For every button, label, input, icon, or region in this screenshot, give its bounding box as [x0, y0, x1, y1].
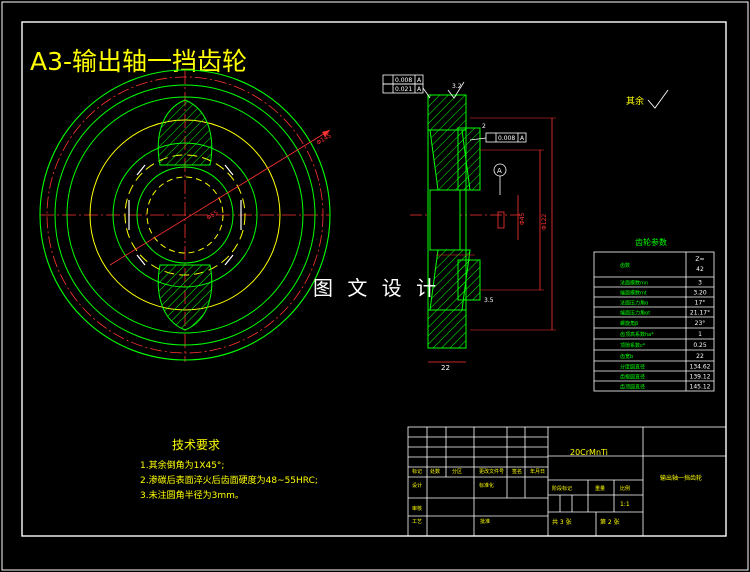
- tol1-ref: A: [417, 77, 422, 84]
- gear-param-label: 齿数: [620, 262, 630, 269]
- gear-param-value: 17°: [695, 300, 706, 307]
- outer-dia-label: Φ145: [315, 132, 333, 147]
- gear-parameter-table: 齿轮参数 齿数 Z= 42 法面模数mn 3 端面模数mt 3.20 法面压力角α 17° 端面压…: [593, 237, 715, 392]
- tol2-ref: A: [417, 86, 422, 93]
- gear-param-label: 端面压力角αt: [620, 310, 650, 317]
- bore-dimension: Φ45: [519, 212, 526, 225]
- inner-frame: [21, 21, 727, 537]
- tb-zone: 分区: [452, 468, 462, 475]
- web-outer-circle: [66, 96, 304, 334]
- front-view: Φ145 Φ55: [39, 69, 333, 362]
- step1-label: 2: [482, 123, 486, 130]
- section-view: 0.008 A 0.021 A 0.008 A 3.2 A 2 3.5: [382, 74, 556, 372]
- tol1-value: 0.008: [395, 77, 412, 84]
- gear-param-value: 23°: [695, 320, 706, 327]
- roughness-value: 3.2: [452, 83, 462, 90]
- tol3-ref: A: [520, 135, 525, 142]
- spline-marks: [128, 164, 242, 266]
- tb-approve: 批准: [480, 518, 490, 525]
- drawing-title: A3-输出轴一挡齿轮: [30, 47, 247, 76]
- watermark: 图 文 设 计: [313, 276, 440, 300]
- gear-param-label: 螺旋角β: [620, 320, 638, 327]
- tech-req-item-2: 2.渗碳后表面淬火后齿面硬度为48~55HRC;: [140, 474, 318, 486]
- tb-craft: 工艺: [412, 519, 422, 525]
- tip-circle: [39, 69, 331, 361]
- tech-req-item-1: 1.其余倒角为1X45°;: [140, 459, 224, 471]
- gear-param-value: 21.17°: [690, 310, 710, 317]
- material: 20CrMnTi: [570, 448, 608, 457]
- tb-scale-label: 比例: [620, 485, 630, 492]
- rim-bottom: [427, 309, 467, 349]
- gear-param-value: 22: [696, 353, 704, 360]
- gear-param-value: 134.62: [690, 364, 711, 371]
- part-name: 输出轴一挡齿轮: [660, 474, 702, 482]
- bottom-lightening-hole: [157, 264, 213, 331]
- tb-phase-mark: 阶段标记: [552, 485, 572, 492]
- tol3-value: 0.008: [498, 135, 515, 142]
- hub-dimension: Φ122: [541, 214, 548, 230]
- gear-param-value: 139.12: [690, 374, 711, 381]
- radius-leader: [109, 129, 331, 266]
- technical-requirements: 技术要求 1.其余倒角为1X45°; 2.渗碳后表面淬火后齿面硬度为48~55H…: [140, 438, 318, 501]
- gear-param-label: 齿顶高系数ha*: [620, 331, 654, 338]
- bore-dia-label: Φ55: [205, 209, 219, 222]
- tolerance-frames: 0.008 A 0.021 A 0.008 A: [382, 74, 527, 143]
- gear-param-label: 法面模数mn: [620, 280, 648, 287]
- hub-upper-right: [457, 127, 481, 191]
- rim-top: [427, 94, 467, 131]
- tech-req-item-3: 3.未注圆角半径为3mm。: [140, 489, 244, 501]
- bore-circle: [136, 166, 234, 264]
- tb-sheets-total: 共 3 张: [552, 518, 572, 526]
- title-block-text: 20CrMnTi 输出轴一挡齿轮 标记 处数 分区 更改文件号 签名 年月日 设…: [412, 448, 702, 526]
- tb-sheet-no: 第 2 张: [600, 518, 620, 526]
- tb-design: 设计: [412, 482, 422, 489]
- tb-review: 审核: [412, 505, 422, 512]
- hub-section: [429, 189, 461, 251]
- gear-param-value: 3.20: [693, 290, 707, 297]
- gear-param-value: 145.12: [690, 384, 711, 391]
- gear-param-value: 3: [698, 280, 702, 287]
- width-dimension: 22: [441, 364, 450, 372]
- gear-param-label: 法面压力角α: [620, 300, 649, 307]
- tb-sign: 签名: [512, 468, 522, 475]
- gear-param-label: 齿宽b: [620, 353, 633, 360]
- gear-table-frame: [593, 251, 715, 392]
- tol2-value: 0.021: [395, 86, 412, 93]
- tb-change-doc: 更改文件号: [479, 468, 504, 475]
- roughness-note: 其余: [626, 95, 644, 107]
- gear-param-label: 分度圆直径: [620, 364, 645, 371]
- tb-count: 处数: [430, 468, 440, 475]
- gear-param-value: 0.25: [693, 342, 707, 349]
- title-block: [407, 426, 727, 537]
- gear-param-label: 端面模数mt: [620, 290, 647, 297]
- gear-table-title: 齿轮参数: [635, 237, 667, 247]
- roughness-symbol: [647, 89, 669, 109]
- tb-standardize: 标准化: [479, 482, 494, 489]
- gear-param-value: 1: [698, 331, 702, 338]
- inner-dashed-circle: [146, 176, 224, 254]
- tb-date: 年月日: [530, 468, 545, 475]
- gear-param-label: 顶隙系数c*: [620, 342, 646, 349]
- tech-req-title: 技术要求: [172, 438, 220, 452]
- datum-label: A: [497, 167, 502, 175]
- gear-param-label: 齿顶圆直径: [620, 384, 645, 391]
- tb-scale: 1:1: [620, 501, 630, 508]
- step2-label: 3.5: [484, 297, 494, 304]
- top-lightening-hole: [157, 99, 213, 166]
- tb-weight: 重量: [595, 485, 605, 492]
- tb-mark: 标记: [412, 468, 422, 475]
- root-circle: [54, 84, 316, 346]
- gear-param-value: 42: [696, 266, 704, 273]
- gear-param-value: Z=: [695, 256, 704, 263]
- pitch-circle: [46, 76, 324, 354]
- gear-param-label: 齿根圆直径: [620, 374, 645, 381]
